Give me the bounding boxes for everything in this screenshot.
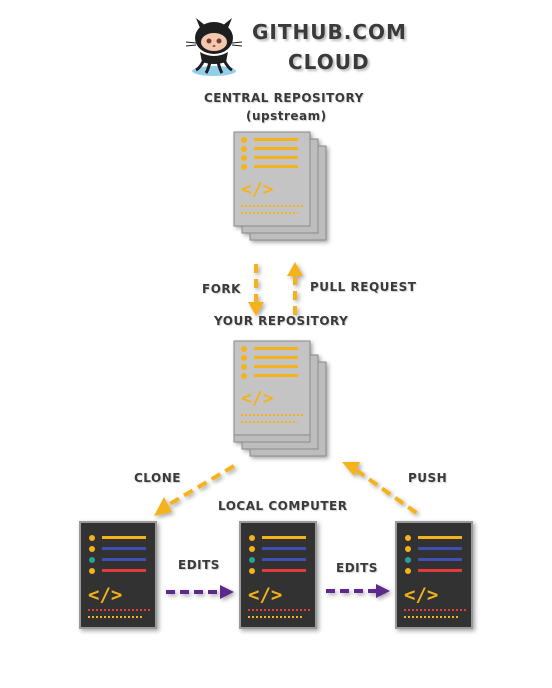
edits-label-2: EDITS (336, 561, 378, 575)
local-computer-label: LOCAL COMPUTER (218, 499, 348, 513)
fork-label: FORK (202, 282, 241, 296)
edits-arrow-2 (326, 584, 390, 598)
octocat-icon (185, 18, 243, 76)
push-arrow (342, 462, 420, 516)
clone-arrow (154, 464, 236, 516)
fork-arrow (248, 264, 264, 316)
central-repository-label: CENTRAL REPOSITORY (204, 91, 364, 105)
upstream-label: (upstream) (246, 109, 327, 123)
pull-request-label: PULL REQUEST (310, 280, 417, 294)
cloud-title-line2: CLOUD (288, 50, 370, 74)
clone-label: CLONE (134, 471, 181, 485)
local-document-right-icon (395, 521, 473, 629)
central-repository-icon (233, 131, 327, 241)
push-label: PUSH (408, 471, 448, 485)
local-document-left-icon (79, 521, 157, 629)
pull-request-arrow (287, 262, 303, 316)
edits-label-1: EDITS (178, 558, 220, 572)
your-repository-label: YOUR REPOSITORY (214, 314, 349, 328)
your-repository-icon (233, 340, 327, 457)
cloud-title-line1: GITHUB.COM (252, 20, 407, 44)
edits-arrow-1 (166, 585, 234, 599)
local-document-middle-icon (239, 521, 317, 629)
